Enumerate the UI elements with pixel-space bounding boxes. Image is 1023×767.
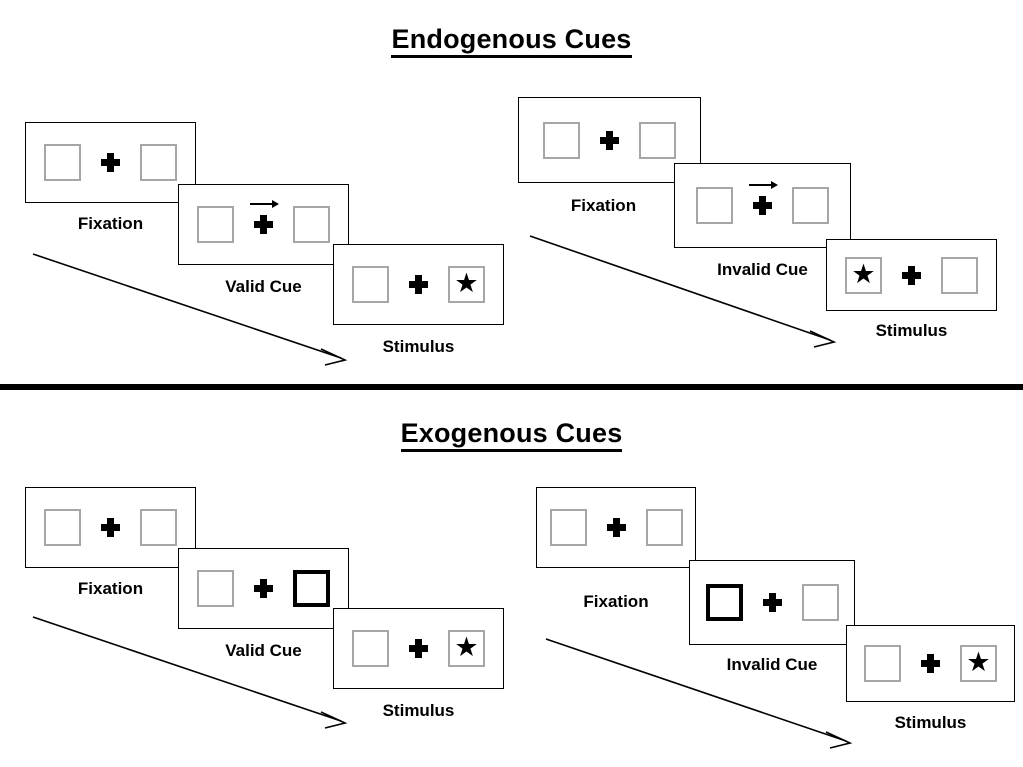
right-box-with-target: ★ bbox=[448, 630, 485, 667]
panel-endogenous-invalid-stimulus: ★ bbox=[826, 239, 997, 311]
right-box-with-target: ★ bbox=[448, 266, 485, 303]
star-icon: ★ bbox=[851, 258, 876, 289]
panel-exogenous-invalid-cue-frame bbox=[689, 560, 855, 645]
star-icon: ★ bbox=[966, 647, 991, 677]
left-box bbox=[44, 144, 81, 181]
fixation-cross-icon bbox=[101, 518, 120, 537]
time-arrow-exogenous-right bbox=[545, 638, 853, 749]
panel-label-exogenous-valid-fixation: Fixation bbox=[77, 579, 144, 598]
fixation-cross-icon bbox=[409, 275, 428, 294]
fixation-cross-icon bbox=[101, 153, 120, 172]
left-box bbox=[864, 645, 901, 682]
panel-label-endogenous-valid-stimulus: Stimulus bbox=[382, 337, 455, 356]
fixation-cross-icon bbox=[254, 579, 273, 598]
panel-label-endogenous-invalid-cue: Invalid Cue bbox=[717, 260, 808, 279]
panel-endogenous-valid-fixation bbox=[25, 122, 196, 203]
panel-label-exogenous-valid-cue: Valid Cue bbox=[225, 641, 302, 660]
fixation-cross-icon bbox=[249, 200, 279, 234]
panel-label-endogenous-invalid-stimulus: Stimulus bbox=[875, 321, 948, 340]
panel-endogenous-valid-cue bbox=[178, 184, 349, 265]
right-box bbox=[140, 144, 177, 181]
cue-arrow-right-icon bbox=[249, 200, 279, 208]
fixation-cross-icon bbox=[762, 593, 782, 612]
panel-endogenous-valid-stimulus: ★ bbox=[333, 244, 504, 325]
left-box bbox=[549, 509, 587, 546]
fixation-cross-icon bbox=[902, 265, 921, 285]
panel-label-endogenous-valid-cue: Valid Cue bbox=[225, 277, 302, 296]
section-title-endogenous: Endogenous Cues bbox=[0, 24, 1023, 58]
right-box bbox=[792, 187, 829, 224]
fixation-cross-icon bbox=[748, 181, 778, 215]
section-title-exogenous: Exogenous Cues bbox=[0, 418, 1023, 452]
panel-label-exogenous-invalid-fixation: Fixation bbox=[583, 592, 649, 611]
panel-label-exogenous-valid-stimulus: Stimulus bbox=[382, 701, 455, 720]
panel-label-exogenous-invalid-cue: Invalid Cue bbox=[726, 655, 818, 674]
left-box bbox=[696, 187, 733, 224]
section-title-exogenous-text: Exogenous Cues bbox=[400, 418, 623, 452]
left-box-with-target: ★ bbox=[845, 256, 882, 294]
fixation-cross-icon bbox=[600, 130, 619, 150]
right-box-cued bbox=[293, 570, 330, 607]
section-divider bbox=[0, 384, 1023, 390]
left-box bbox=[352, 630, 389, 667]
right-box bbox=[645, 509, 683, 546]
left-box-cued bbox=[705, 584, 743, 621]
panel-exogenous-invalid-fixation bbox=[536, 487, 696, 568]
fixation-cross-icon bbox=[921, 654, 940, 673]
left-box bbox=[197, 570, 234, 607]
right-box bbox=[639, 121, 676, 159]
right-box bbox=[140, 509, 177, 546]
left-box bbox=[543, 121, 580, 159]
star-icon: ★ bbox=[454, 268, 479, 298]
fixation-cross-icon bbox=[409, 639, 428, 658]
star-icon: ★ bbox=[454, 632, 479, 662]
panel-endogenous-invalid-fixation bbox=[518, 97, 701, 183]
left-box bbox=[352, 266, 389, 303]
panel-label-endogenous-valid-fixation: Fixation bbox=[77, 214, 144, 233]
right-box bbox=[941, 256, 978, 294]
panel-exogenous-valid-cue bbox=[178, 548, 349, 629]
section-title-endogenous-text: Endogenous Cues bbox=[391, 24, 632, 58]
fixation-cross-icon bbox=[606, 518, 626, 537]
left-box bbox=[197, 206, 234, 243]
panel-label-exogenous-invalid-stimulus: Stimulus bbox=[894, 713, 967, 732]
right-box bbox=[293, 206, 330, 243]
right-box bbox=[801, 584, 839, 621]
cue-arrow-right-icon bbox=[748, 181, 778, 189]
right-box-with-target: ★ bbox=[960, 645, 997, 682]
panel-endogenous-invalid-cue bbox=[674, 163, 851, 248]
panel-exogenous-valid-stimulus: ★ bbox=[333, 608, 504, 689]
panel-label-endogenous-invalid-fixation: Fixation bbox=[570, 196, 637, 215]
left-box bbox=[44, 509, 81, 546]
panel-exogenous-invalid-stimulus: ★ bbox=[846, 625, 1015, 702]
panel-exogenous-valid-fixation bbox=[25, 487, 196, 568]
